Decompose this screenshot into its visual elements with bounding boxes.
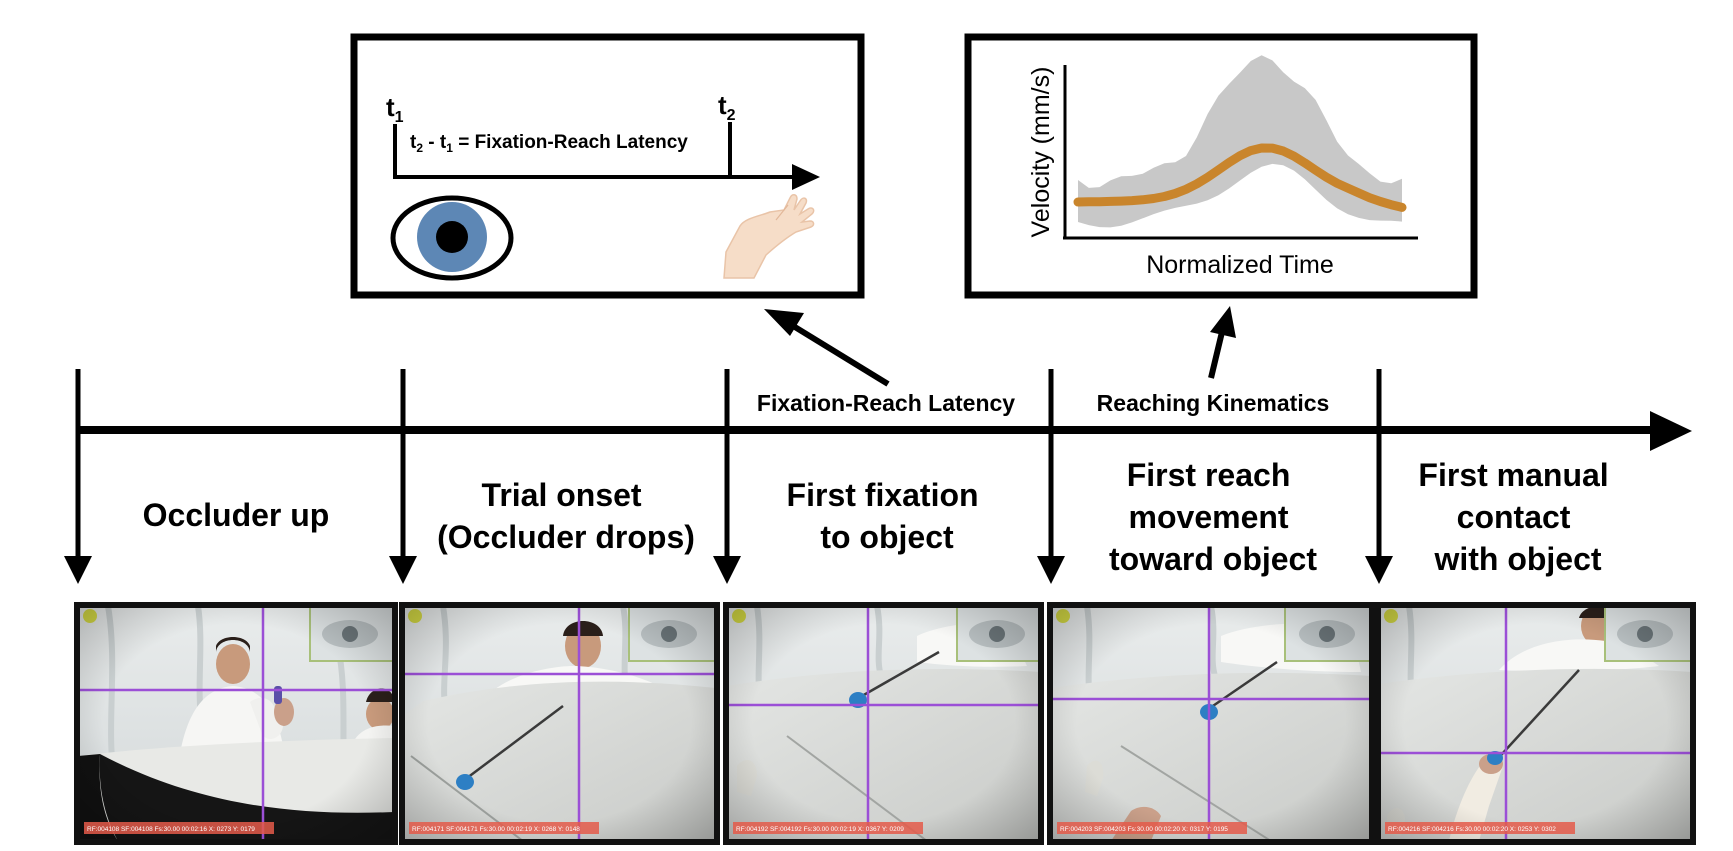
velocity-x-axis-label: Normalized Time bbox=[1146, 251, 1334, 279]
event-label-trial-onset: Trial onset (Occluder drops) bbox=[437, 477, 695, 555]
event-marker-3 bbox=[713, 369, 741, 584]
timeline-arrowhead bbox=[1650, 411, 1692, 451]
video-frame-5: RF:004216 SF:004216 Fs:30.00 00:02:20 X:… bbox=[1375, 602, 1696, 845]
velocity-illustration-box: Velocity (mm/s) Normalized Time bbox=[964, 33, 1478, 299]
velocity-y-axis-label: Velocity (mm/s) bbox=[1027, 67, 1055, 238]
frame-2-caption: RF:004171 SF:004171 Fs:30.00 00:02:19 X:… bbox=[412, 826, 580, 833]
t2-label: t2 bbox=[718, 90, 736, 124]
event-marker-4 bbox=[1037, 369, 1065, 584]
video-frame-4: RF:004203 SF:004203 Fs:30.00 00:02:20 X:… bbox=[1047, 602, 1375, 845]
video-frame-3: RF:004192 SF:004192 Fs:30.00 00:02:19 X:… bbox=[723, 602, 1044, 845]
latency-connector-line bbox=[788, 321, 890, 387]
connector-arrows bbox=[764, 306, 1236, 387]
main-timeline: Fixation-Reach Latency Reaching Kinemati… bbox=[64, 369, 1692, 584]
infant-hand-icon bbox=[723, 194, 815, 279]
frame-5-caption: RF:004216 SF:004216 Fs:30.00 00:02:20 X:… bbox=[1388, 826, 1556, 833]
event-marker-5 bbox=[1365, 369, 1393, 584]
event-label-first-contact: First manual contact with object bbox=[1418, 457, 1617, 577]
video-frame-1: RF:004108 SF:004108 Fs:30.00 00:02:16 X:… bbox=[74, 602, 398, 845]
velocity-variability-band bbox=[1078, 55, 1402, 228]
frame-4-caption: RF:004203 SF:004203 Fs:30.00 00:02:20 X:… bbox=[1060, 826, 1228, 833]
kinematics-connector-arrowhead bbox=[1210, 306, 1236, 338]
event-label-first-fixation: First fixation to object bbox=[787, 477, 988, 555]
velocity-mean-curve bbox=[1073, 143, 1407, 212]
kinematics-connector-line bbox=[1208, 331, 1225, 379]
frame-strip: RF:004108 SF:004108 Fs:30.00 00:02:16 X:… bbox=[74, 602, 1696, 845]
event-label-first-reach: First reach movement toward object bbox=[1109, 457, 1317, 577]
event-marker-1 bbox=[64, 369, 92, 584]
video-frame-2: RF:004171 SF:004171 Fs:30.00 00:02:19 X:… bbox=[399, 602, 720, 845]
t1-label: t1 bbox=[386, 92, 404, 126]
frame-1-caption: RF:004108 SF:004108 Fs:30.00 00:02:16 X:… bbox=[87, 826, 255, 833]
measure-label-latency: Fixation-Reach Latency bbox=[757, 390, 1015, 416]
frame-3-caption: RF:004192 SF:004192 Fs:30.00 00:02:19 X:… bbox=[736, 826, 904, 833]
eye-icon bbox=[390, 195, 514, 281]
event-label-occluder-up: Occluder up bbox=[143, 497, 330, 533]
velocity-plot bbox=[1073, 55, 1407, 228]
latency-axis-arrowhead bbox=[792, 164, 820, 190]
measure-label-kinematics: Reaching Kinematics bbox=[1097, 390, 1330, 416]
latency-connector-arrowhead bbox=[764, 309, 804, 336]
event-marker-2 bbox=[389, 369, 417, 584]
latency-formula: t2 - t1 = Fixation-Reach Latency bbox=[410, 132, 688, 155]
latency-illustration-box: t1 t2 t2 - t1 = Fixation-Reach Latency bbox=[350, 33, 865, 299]
